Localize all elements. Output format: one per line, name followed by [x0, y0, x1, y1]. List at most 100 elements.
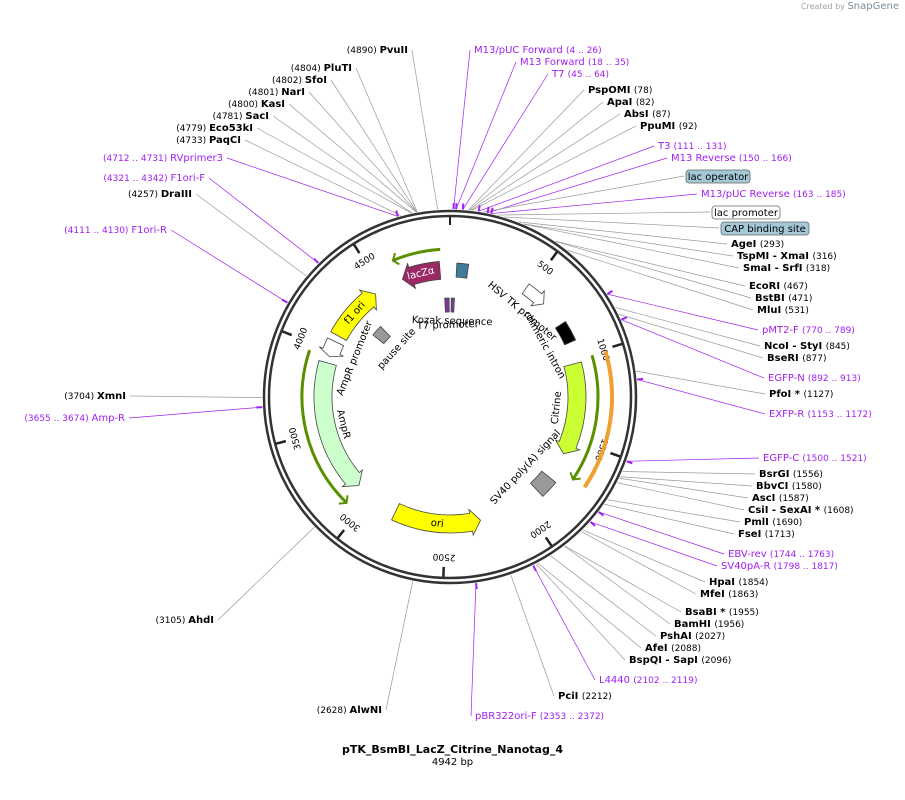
leader-line: [620, 476, 753, 487]
orf-arc: [300, 349, 348, 504]
feature-box: [685, 169, 751, 184]
enzyme-label: (4802) SfoI: [272, 75, 327, 86]
tick-label: 2500: [432, 551, 456, 562]
feature-label: ori: [430, 518, 444, 530]
enzyme-label: BspQI - SapI (2096): [629, 655, 731, 666]
leader-line: [483, 175, 685, 213]
leader-line: [626, 457, 760, 462]
snapgene-branding: Created by SnapGene: [801, 1, 899, 12]
feature-t7-promoter: [444, 297, 450, 313]
primer-tick: [589, 521, 596, 527]
enzyme-label: (4890) PvuII: [347, 45, 408, 56]
enzyme-label: ApaI (82): [607, 97, 654, 108]
leader-line: [590, 521, 718, 567]
enzyme-label: MfeI (1863): [700, 589, 758, 600]
enzyme-label: (4800) KasI: [228, 99, 285, 110]
enzyme-label: (4257) DraIII: [128, 189, 192, 200]
enzyme-label: AfeI (2088): [645, 643, 701, 654]
leader-line: [621, 319, 765, 379]
feature-lacz-: [401, 260, 442, 290]
enzyme-label: BseRI (877): [767, 353, 826, 364]
tick-mark: [544, 536, 553, 547]
enzyme-label: EcoRI (467): [749, 281, 808, 292]
enzyme-label: (4801) NarI: [248, 87, 305, 98]
orf-arc: [392, 247, 441, 262]
feature-label: Kozak sequence: [412, 315, 493, 328]
primer-label: pMT2-F (770 .. 789): [762, 325, 855, 336]
leader-line: [532, 565, 596, 681]
primer-label: (4321 .. 4342) F1ori-F: [103, 173, 205, 184]
enzyme-label: (4733) PaqCI: [176, 135, 241, 146]
enzyme-label: PshAI (2027): [660, 631, 725, 642]
enzyme-label: (3704) XmnI: [64, 391, 126, 402]
leader-line: [462, 73, 549, 210]
primer-tick: [490, 207, 494, 214]
primer-label: M13 Forward (18 .. 35): [520, 57, 629, 68]
leader-line: [256, 127, 412, 214]
enzyme-label: (3105) AhdI: [155, 615, 214, 626]
primer-label: M13/pUC Forward (4 .. 26): [474, 45, 602, 56]
leader-line: [478, 145, 655, 212]
enzyme-label: (4779) Eco53kI: [176, 123, 253, 134]
tick-mark: [612, 342, 623, 349]
leader-line: [636, 370, 766, 395]
enzyme-label: AbsI (87): [624, 109, 671, 120]
primer-tick: [637, 377, 644, 381]
feature-label: SV40 poly(A) signal: [488, 428, 563, 507]
leader-line: [567, 249, 754, 311]
enzyme-label: (2628) AlwNI: [317, 705, 382, 716]
leader-line: [471, 125, 637, 211]
orf-arrowhead: [569, 471, 581, 481]
leader-line: [469, 101, 604, 211]
enzyme-label: BamHI (1956): [674, 619, 744, 630]
primer-label: M13/pUC Reverse (163 .. 185): [701, 189, 846, 200]
leader-line: [487, 157, 668, 214]
leader-line: [604, 503, 735, 535]
leader-line: [617, 482, 745, 511]
primer-label: L4440 (2102 .. 2119): [599, 675, 697, 686]
primer-tick: [486, 206, 490, 213]
primer-label: pBR322ori-F (2353 .. 2372): [475, 711, 604, 722]
leader-line: [618, 313, 764, 359]
feature-ampr: [313, 360, 364, 488]
leader-line: [555, 241, 752, 299]
tick-label: 500: [535, 260, 555, 278]
feature-box-label: lac promoter: [714, 208, 779, 219]
enzyme-label: PfoI * (1127): [769, 389, 833, 400]
feature-kozak-sequence: [450, 297, 455, 313]
feature-ampr-promoter: [319, 337, 345, 358]
primer-label: T3 (111 .. 131): [657, 141, 726, 152]
primer-tick: [532, 565, 537, 572]
leader-line: [582, 529, 706, 583]
enzyme-label: (4804) PluTI: [291, 63, 352, 74]
leader-line: [504, 216, 720, 229]
primer-label: (3655 .. 3674) Amp-R: [24, 413, 125, 424]
primer-label: EXFP-R (1153 .. 1172): [769, 409, 872, 420]
primer-label: EGFP-N (892 .. 913): [768, 373, 861, 384]
orf-arrowhead: [338, 495, 349, 505]
enzyme-label: NcoI - StyI (845): [764, 341, 850, 352]
enzyme-label: PspOMI (78): [588, 85, 652, 96]
leader-line: [622, 471, 756, 475]
leader-line: [170, 229, 288, 303]
leader-line: [555, 240, 746, 287]
leader-line: [128, 406, 263, 419]
tick-label: 3500: [288, 426, 304, 451]
feature-f1-ori: [330, 289, 377, 341]
feature-box: [720, 221, 810, 236]
tick-mark: [281, 330, 293, 337]
orf-arrowhead: [391, 252, 400, 266]
feature-pause-site: [372, 325, 391, 345]
primer-label: SV40pA-R (1798 .. 1817): [721, 561, 838, 572]
leader-line: [564, 545, 682, 613]
leader-line: [523, 223, 734, 257]
site-labels: PspOMI (78)ApaI (82)AbsI (87)PpuMI (92)A…: [24, 45, 871, 722]
enzyme-label: SmaI - SrfI (318): [743, 263, 830, 274]
enzyme-label: MluI (531): [757, 305, 809, 316]
feature-hsv-tk-promoter: [521, 283, 545, 307]
feature-lac-promoter-box: [455, 262, 470, 279]
feature-label: HSV TK promoter: [485, 280, 559, 344]
snapgene-logo: SnapGene: [847, 1, 899, 12]
enzyme-label: AgeI (293): [731, 239, 784, 250]
primer-tick: [281, 298, 288, 304]
